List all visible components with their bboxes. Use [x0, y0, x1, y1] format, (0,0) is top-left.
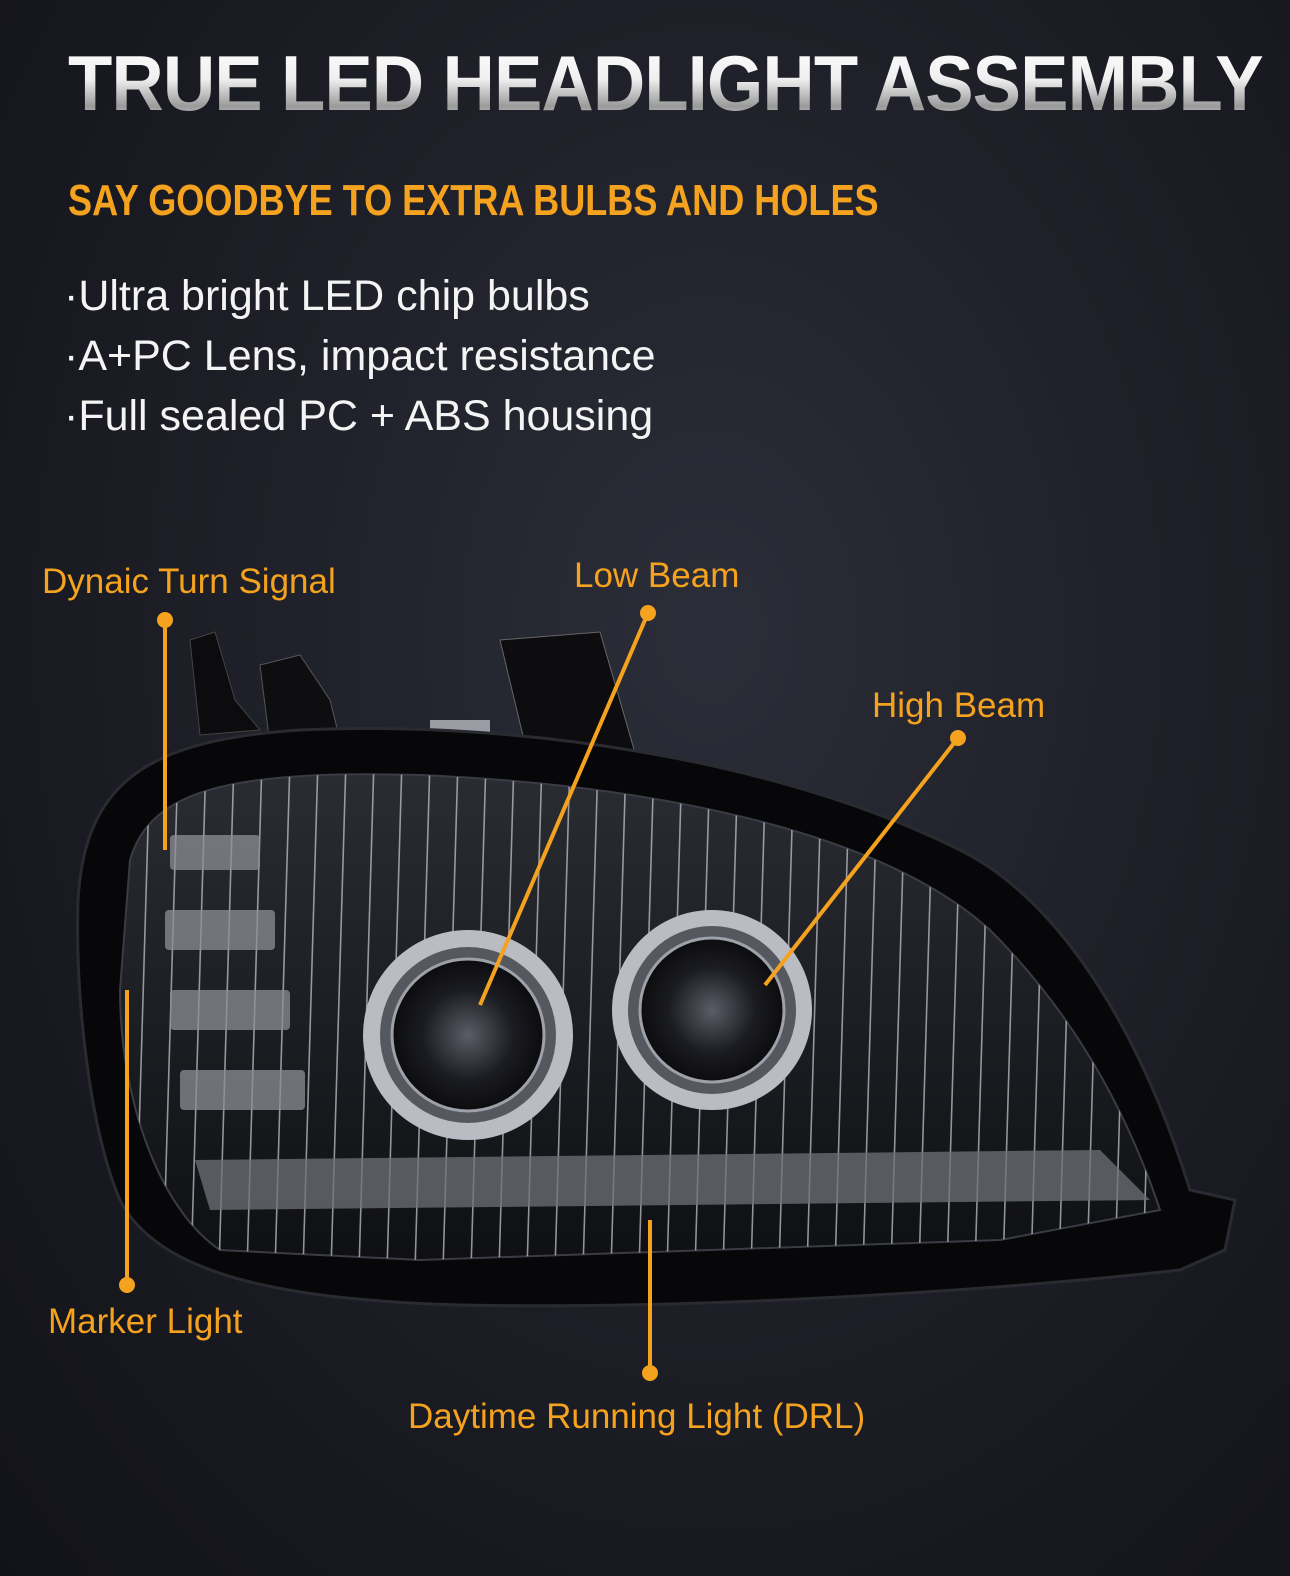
subtitle: SAY GOODBYE TO EXTRA BULBS AND HOLES — [68, 176, 879, 225]
low-beam-projector — [363, 930, 573, 1140]
high-beam-projector — [612, 910, 812, 1110]
page-title: TRUE LED HEADLIGHT ASSEMBLY — [68, 39, 1264, 127]
feature-item: ·Full sealed PC + ABS housing — [64, 392, 654, 440]
label-low-beam: Low Beam — [574, 556, 740, 595]
label-drl: Daytime Running Light (DRL) — [408, 1397, 866, 1436]
feature-item: ·A+PC Lens, impact resistance — [64, 332, 656, 380]
callout-lines — [119, 605, 966, 1381]
turn-signal-bars — [165, 835, 1150, 1210]
feature-list: ·Ultra bright LED chip bulbs ·A+PC Lens,… — [64, 266, 656, 446]
label-marker-light: Marker Light — [48, 1302, 243, 1341]
feature-item: ·Ultra bright LED chip bulbs — [64, 272, 590, 320]
label-high-beam: High Beam — [872, 686, 1046, 725]
label-turn-signal: Dynaic Turn Signal — [42, 562, 336, 601]
